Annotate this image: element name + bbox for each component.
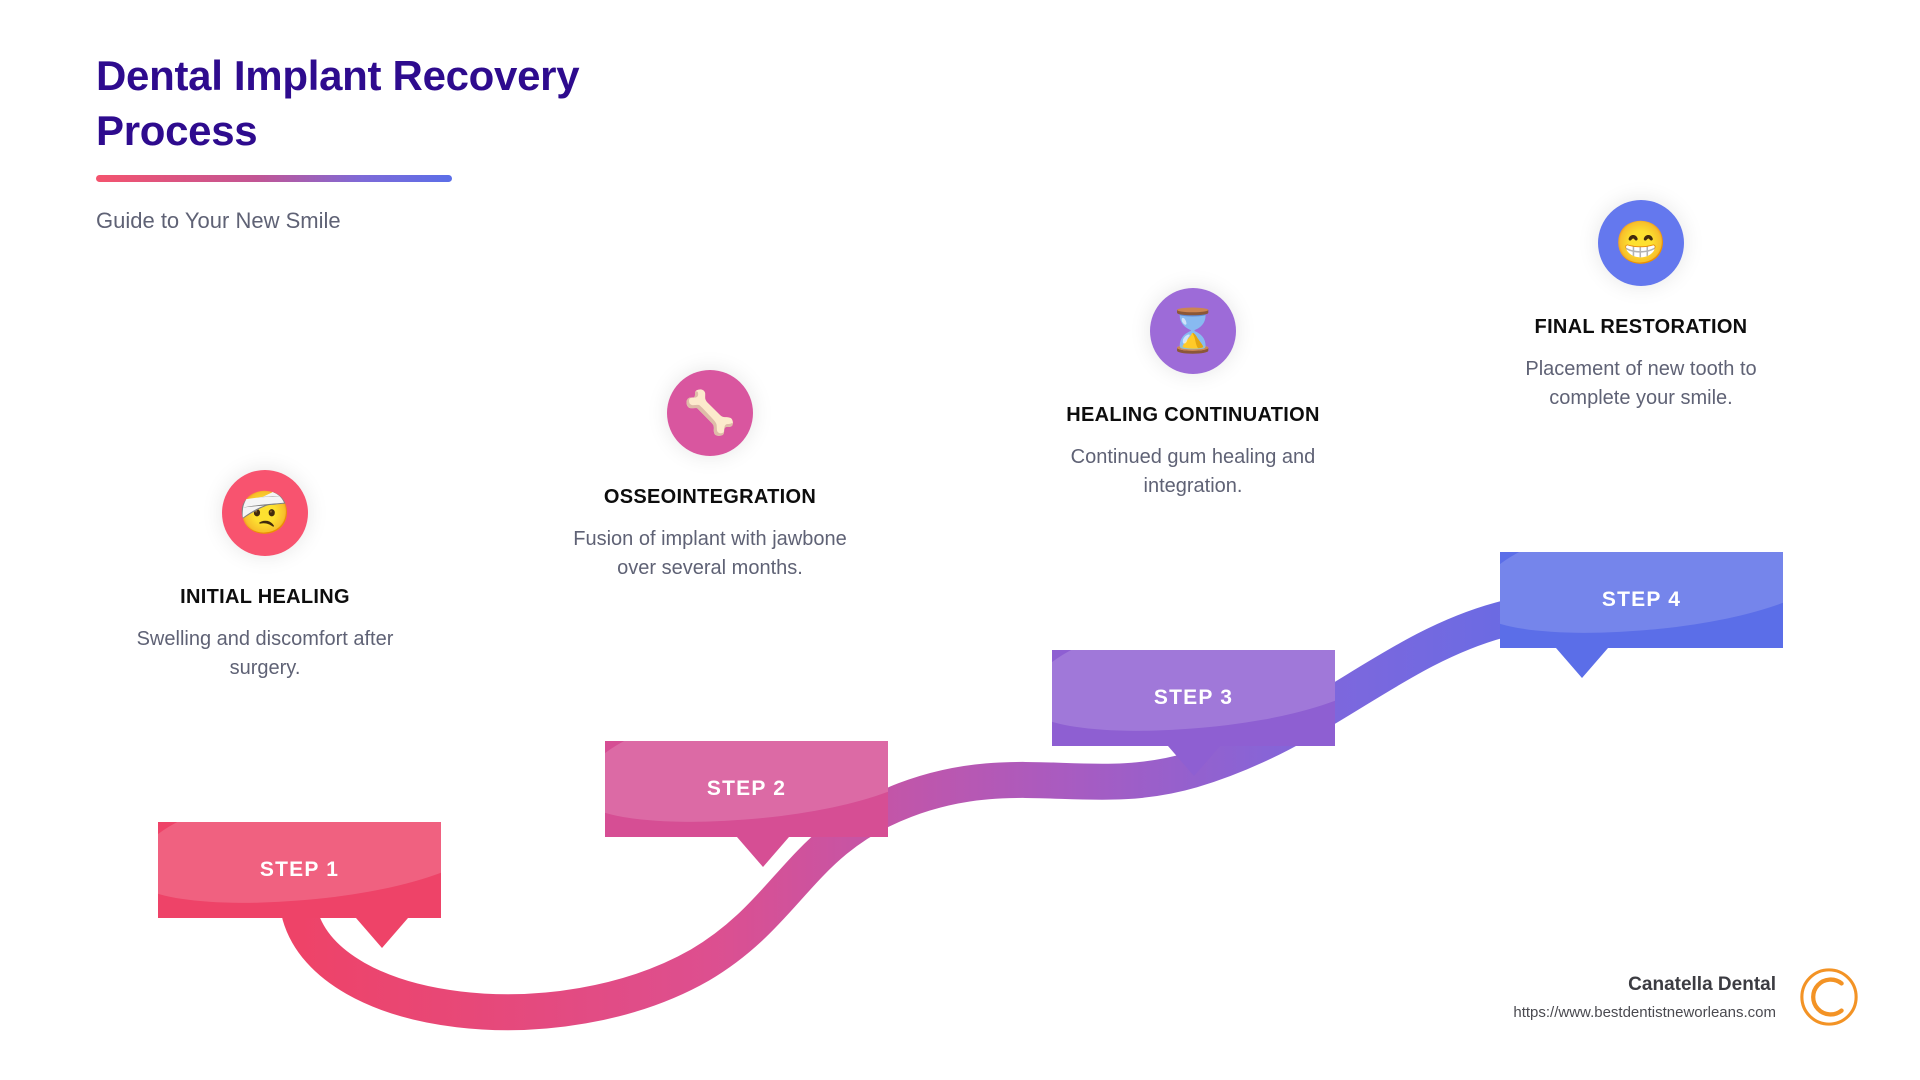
footer-branding: Canatella Dental https://www.bestdentist… xyxy=(1513,966,1860,1028)
step-4-banner[interactable]: STEP 4 xyxy=(1500,552,1783,678)
page-subtitle: Guide to Your New Smile xyxy=(96,207,341,233)
footer-text: Canatella Dental https://www.bestdentist… xyxy=(1513,974,1776,1021)
step-2-banner-body xyxy=(605,741,888,837)
step-3-title: HEALING CONTINUATION xyxy=(1066,404,1320,426)
step-1-banner-body xyxy=(158,822,441,918)
step-2-icon-wrap: 🦴 xyxy=(545,370,875,456)
step-block-3: ⌛ HEALING CONTINUATION Continued gum hea… xyxy=(1028,288,1358,501)
step-1-banner-label: STEP 1 xyxy=(259,858,340,881)
step-4-banner-body xyxy=(1500,552,1783,648)
c-letter-logo-icon xyxy=(1800,968,1858,1026)
step-1-banner[interactable]: STEP 1 xyxy=(158,822,441,948)
hourglass-icon: ⌛ xyxy=(1150,288,1236,374)
step-2-banner[interactable]: STEP 2 xyxy=(605,741,888,867)
step-4-description: Placement of new tooth to complete your … xyxy=(1525,358,1757,409)
step-3-description: Continued gum healing and integration. xyxy=(1070,446,1316,497)
step-3-icon-wrap: ⌛ xyxy=(1028,288,1358,374)
step-3-banner[interactable]: STEP 3 xyxy=(1052,650,1335,776)
bone-icon: 🦴 xyxy=(667,370,753,456)
step-2-banner-label: STEP 2 xyxy=(706,777,787,800)
brand-name: Canatella Dental xyxy=(1628,973,1776,995)
step-3-banner-tail xyxy=(1167,746,1220,776)
step-4-icon-wrap: 😁 xyxy=(1476,200,1806,286)
step-2-banner-tail xyxy=(736,837,789,867)
step-block-2: 🦴 OSSEOINTEGRATION Fusion of implant wit… xyxy=(545,370,875,583)
brand-url[interactable]: https://www.bestdentistneworleans.com xyxy=(1513,1003,1776,1021)
step-4-title: FINAL RESTORATION xyxy=(1534,316,1748,338)
step-1-description: Swelling and discomfort after surgery. xyxy=(136,628,394,679)
step-2-title: OSSEOINTEGRATION xyxy=(603,486,817,508)
step-1-icon-wrap: 🤕 xyxy=(100,470,430,556)
head-bandage-icon: 🤕 xyxy=(222,470,308,556)
step-2-description: Fusion of implant with jawbone over seve… xyxy=(573,528,847,579)
step-4-banner-tail xyxy=(1555,648,1608,678)
step-block-1: 🤕 INITIAL HEALING Swelling and discomfor… xyxy=(100,470,430,683)
step-block-4: 😁 FINAL RESTORATION Placement of new too… xyxy=(1476,200,1806,413)
title-divider xyxy=(96,174,452,182)
grinning-face-icon: 😁 xyxy=(1598,200,1684,286)
step-1-banner-tail xyxy=(355,918,408,948)
step-3-banner-body xyxy=(1052,650,1335,746)
step-3-banner-label: STEP 3 xyxy=(1153,686,1234,709)
page-title: Dental Implant Recovery Process xyxy=(96,52,580,155)
header: Dental Implant Recovery Process Guide to… xyxy=(96,48,816,234)
step-4-banner-label: STEP 4 xyxy=(1601,588,1682,611)
step-1-title: INITIAL HEALING xyxy=(180,586,350,608)
